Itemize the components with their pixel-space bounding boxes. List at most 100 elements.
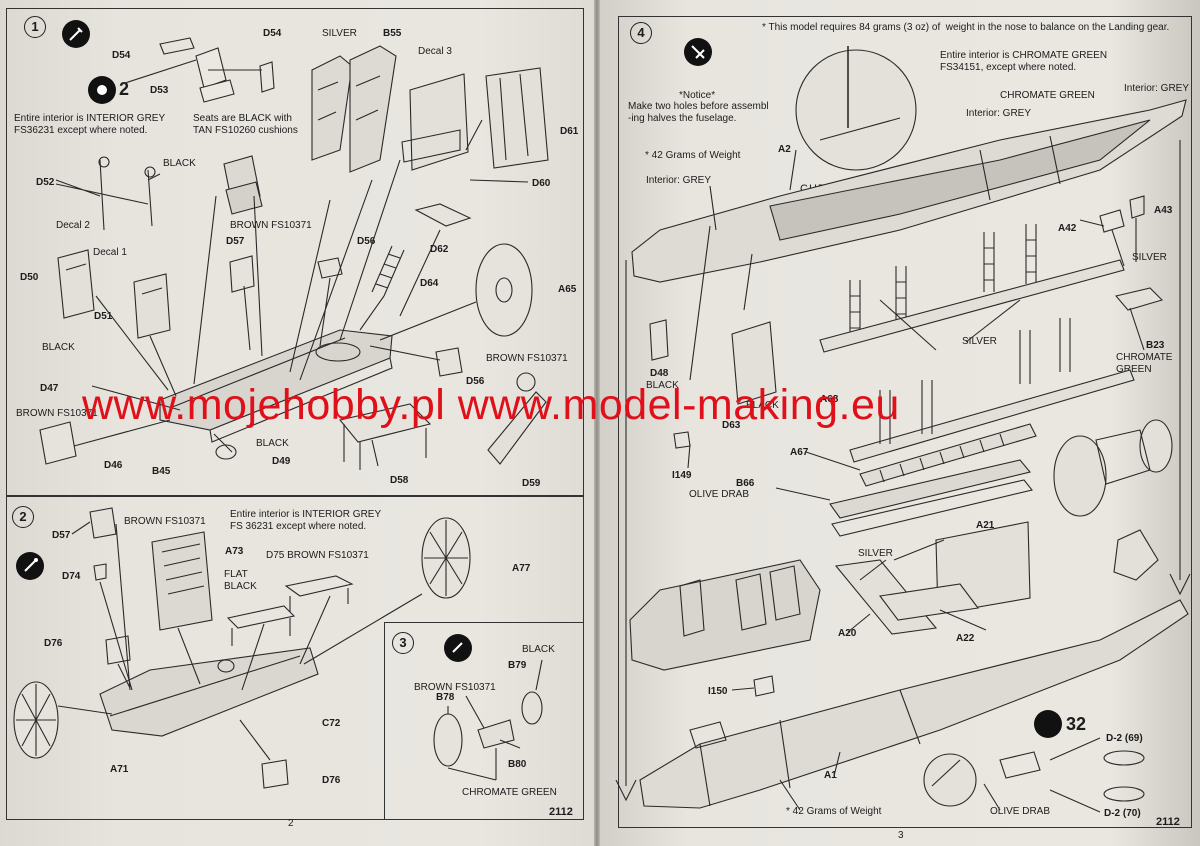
- label-chromate-top: CHROMATE GREEN: [1000, 90, 1095, 101]
- label-d54-a: D54: [112, 50, 131, 61]
- weight-42-bottom: * 42 Grams of Weight: [786, 806, 882, 817]
- label-a22: A22: [956, 633, 975, 644]
- label-b23: B23: [1146, 340, 1165, 351]
- step4-interior-note: Entire interior is CHROMATE GREEN FS3415…: [940, 50, 1108, 73]
- label-a65: A65: [558, 284, 577, 295]
- label-a42: A42: [1058, 223, 1077, 234]
- paint-reference-icon: [88, 76, 116, 104]
- watermark: www.mojehobby.pl www.model-making.eu: [82, 381, 900, 429]
- step1-subassembly-number: 2: [119, 79, 130, 99]
- tools-icon: [62, 20, 90, 48]
- label-d53: D53: [150, 85, 169, 96]
- step3-number: 3: [392, 632, 414, 654]
- label-a2: A2: [778, 144, 791, 155]
- label-brown-3: BROWN FS10371: [16, 408, 98, 419]
- label-decal1: Decal 1: [93, 247, 127, 258]
- label-d49: D49: [272, 456, 291, 467]
- label-d59: D59: [522, 478, 541, 489]
- label-olive-drab-bombs: OLIVE DRAB: [990, 806, 1051, 817]
- label-black-1: BLACK: [163, 158, 196, 169]
- notice-title: *Notice*: [679, 90, 716, 101]
- label-olive-drab-b66: OLIVE DRAB: [689, 489, 750, 500]
- label-black-3: BLACK: [256, 438, 289, 449]
- label-brown-1: BROWN FS10371: [230, 220, 312, 231]
- label-black-d63: BLACK: [746, 400, 779, 411]
- label-a68: A68: [820, 394, 839, 405]
- label-a73: A73: [225, 546, 244, 557]
- label-b66: B66: [736, 478, 755, 489]
- label-interior-grey-mid: Interior: GREY: [966, 108, 1032, 119]
- label-silver-a21: SILVER: [858, 548, 893, 559]
- label-interior-grey-left: Interior: GREY: [646, 175, 712, 186]
- label-b45: B45: [152, 466, 171, 477]
- step4-panel: [618, 16, 1192, 828]
- label-step2-brown: BROWN FS10371: [124, 516, 206, 527]
- weight-symbol-icon: [1034, 710, 1062, 738]
- label-d64: D64: [420, 278, 439, 289]
- label-a21: A21: [976, 520, 995, 531]
- left-page-number: 2: [288, 818, 294, 829]
- label-d58: D58: [390, 475, 409, 486]
- label-a1: A1: [824, 770, 837, 781]
- label-step3-brown: BROWN FS10371: [414, 682, 496, 693]
- right-page-number: 3: [898, 830, 904, 841]
- step1-number: 1: [24, 16, 46, 38]
- label-d48: D48: [650, 368, 669, 379]
- step2-interior-note: Entire interior is INTERIOR GREY FS 3623…: [230, 509, 382, 532]
- step4-subassembly-number: 32: [1066, 714, 1087, 734]
- label-d50: D50: [20, 272, 39, 283]
- step4-weight-note: * This model requires 84 grams (3 oz) of…: [762, 22, 1170, 33]
- label-brown-2: BROWN FS10371: [486, 353, 568, 364]
- label-silver-ladders: SILVER: [962, 336, 997, 347]
- label-c72: C72: [322, 718, 341, 729]
- label-d57: D57: [226, 236, 245, 247]
- label-silver-a43: SILVER: [1132, 252, 1167, 263]
- label-black-2: BLACK: [42, 342, 75, 353]
- label-d47: D47: [40, 383, 59, 394]
- label-b80: B80: [508, 759, 527, 770]
- label-a77: A77: [512, 563, 531, 574]
- label-i149: I149: [672, 470, 692, 481]
- label-d56-b: D56: [466, 376, 485, 387]
- left-kit-code: 2112: [549, 806, 573, 818]
- label-chromate-b23: CHROMATE GREEN: [1116, 352, 1173, 375]
- label-d76-b: D76: [322, 775, 341, 786]
- label-i150: I150: [708, 686, 728, 697]
- label-decal2: Decal 2: [56, 220, 90, 231]
- label-a67: A67: [790, 447, 809, 458]
- weight-42-top: * 42 Grams of Weight: [645, 150, 741, 161]
- label-a71: A71: [110, 764, 129, 775]
- label-interior-grey-right: Interior: GREY: [1124, 83, 1190, 94]
- step4-number: 4: [630, 22, 652, 44]
- label-d54-b: D54: [263, 28, 282, 39]
- label-d60: D60: [532, 178, 551, 189]
- label-decal3: Decal 3: [418, 46, 452, 57]
- label-d46: D46: [104, 460, 123, 471]
- label-step3-black: BLACK: [522, 644, 555, 655]
- glue-icon: [16, 552, 44, 580]
- label-d51: D51: [94, 311, 113, 322]
- label-step2-d57: D57: [52, 530, 71, 541]
- label-a43: A43: [1154, 205, 1173, 216]
- label-d76-a: D76: [44, 638, 63, 649]
- label-d62: D62: [430, 244, 449, 255]
- right-kit-code: 2112: [1156, 816, 1180, 828]
- step3-panel: [384, 622, 584, 820]
- label-silver-1: SILVER: [322, 28, 357, 39]
- label-a20: A20: [838, 628, 857, 639]
- notice-body: Make two holes before assembl -ing halve…: [628, 101, 769, 124]
- label-d63: D63: [722, 420, 741, 431]
- label-d61: D61: [560, 126, 579, 137]
- label-d74: D74: [62, 571, 81, 582]
- label-d52: D52: [36, 177, 55, 188]
- booklet-spine: [594, 0, 600, 846]
- label-d56-a: D56: [357, 236, 376, 247]
- cement-icon: [444, 634, 472, 662]
- step1-panel: [6, 8, 584, 496]
- label-b55: B55: [383, 28, 402, 39]
- label-flat-black: FLAT BLACK: [224, 569, 257, 592]
- label-b78: B78: [436, 692, 455, 703]
- label-black-d48: BLACK: [646, 380, 679, 391]
- step2-number: 2: [12, 506, 34, 528]
